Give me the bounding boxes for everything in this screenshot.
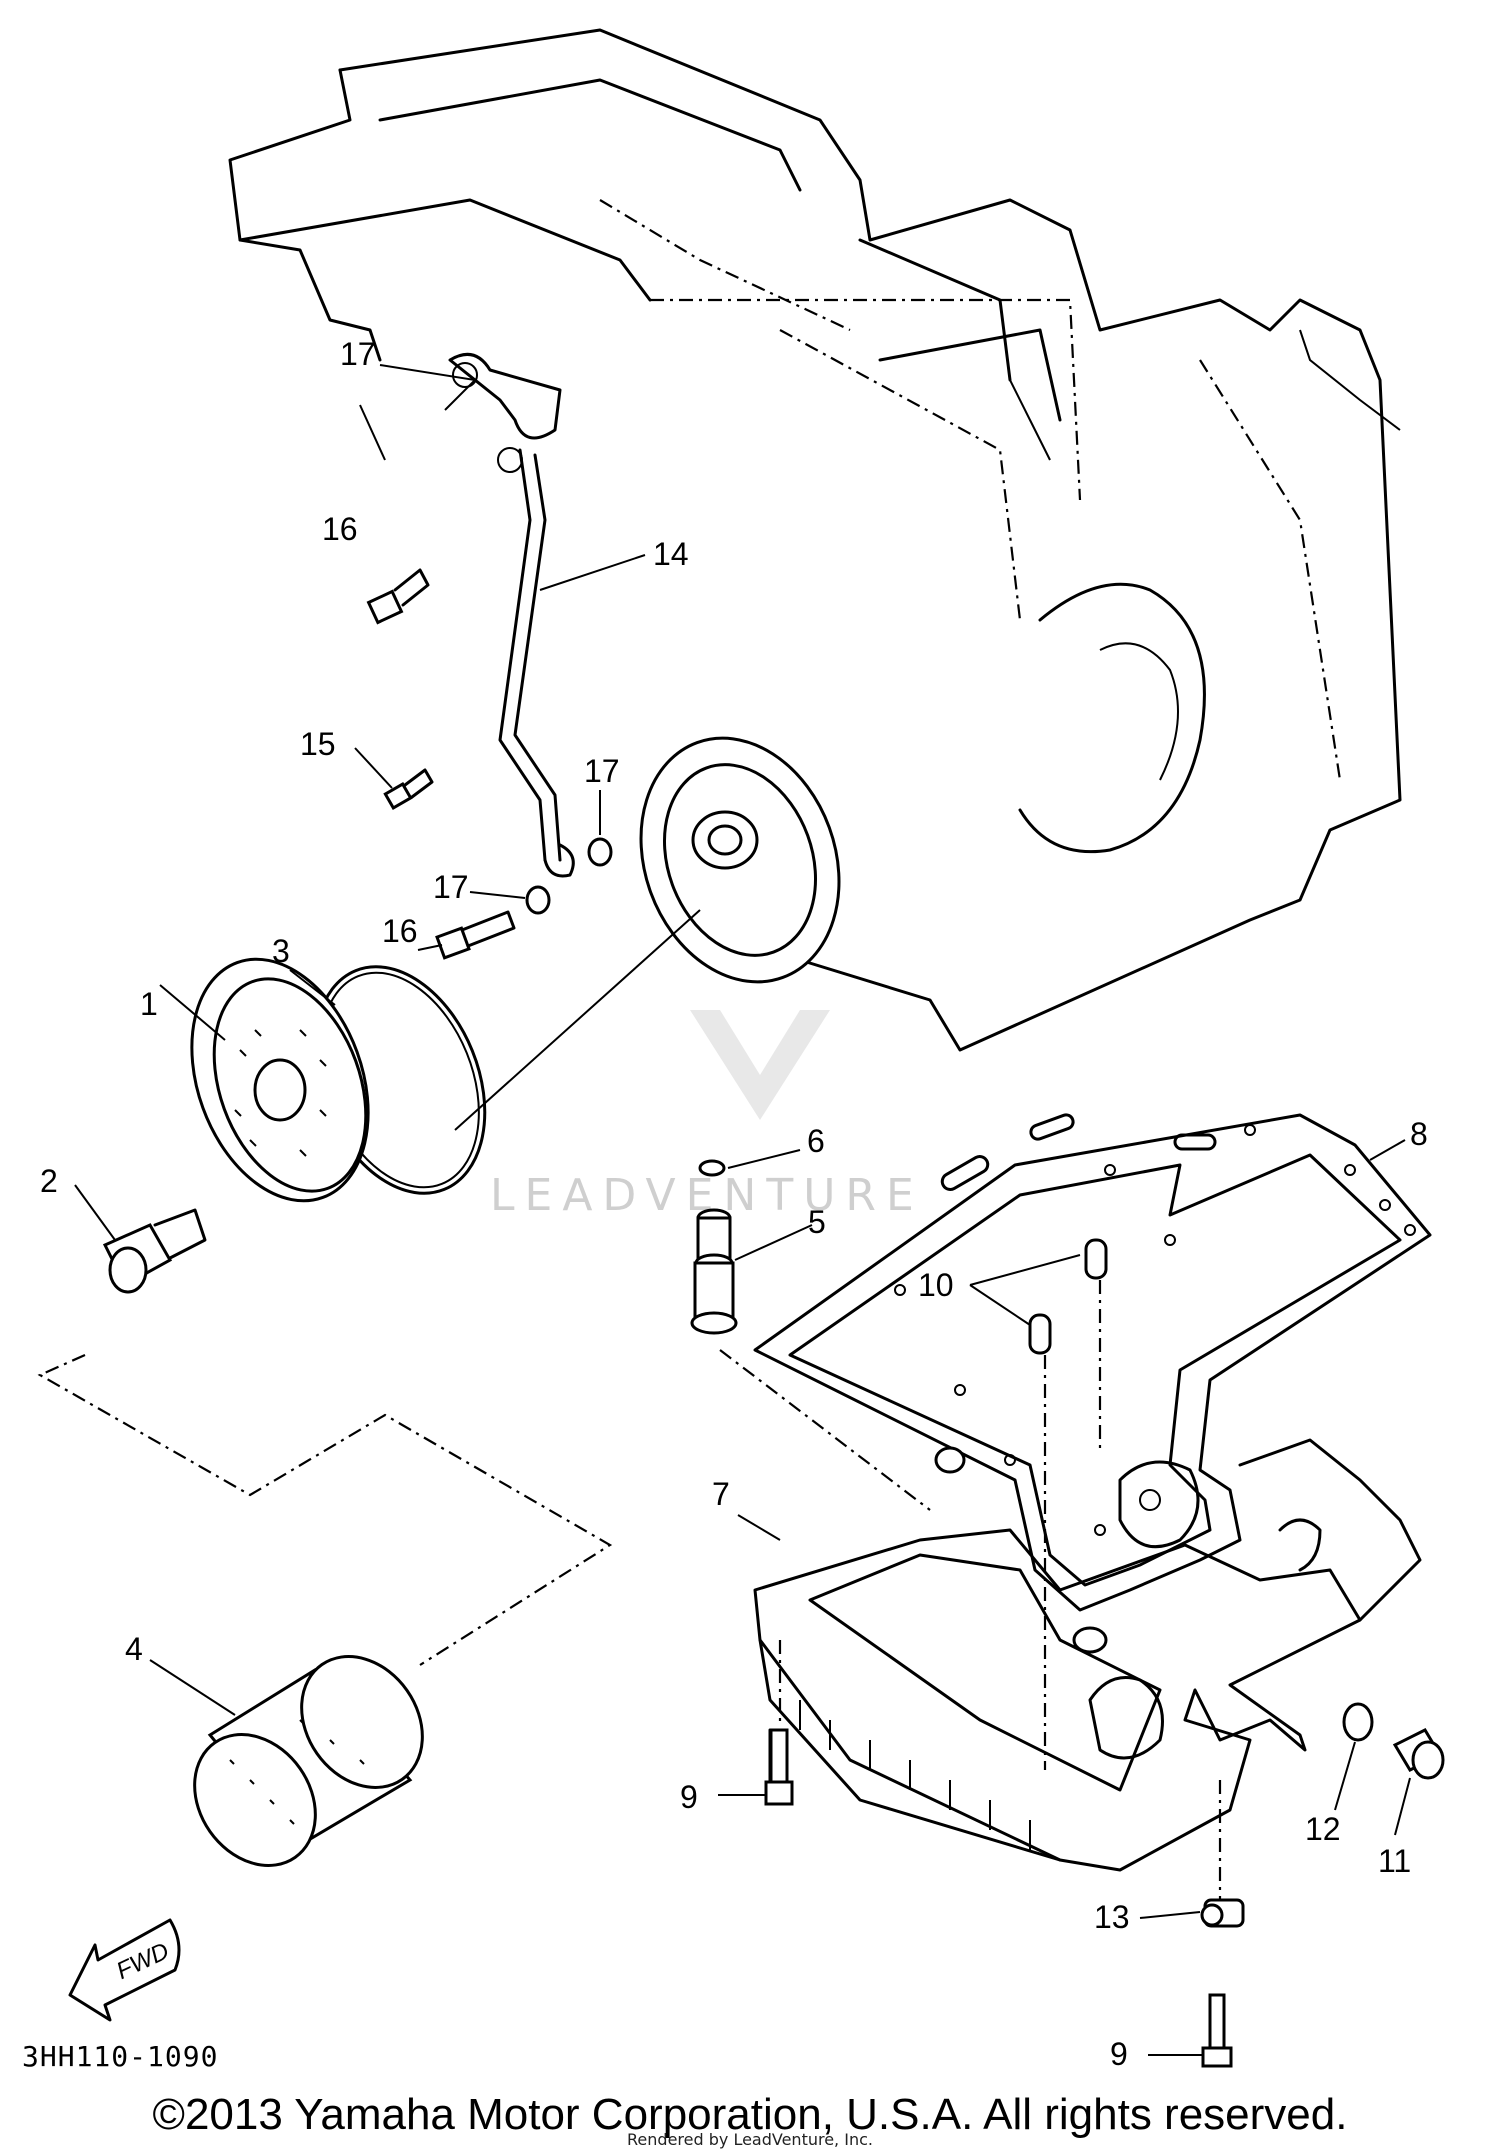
leader-lines	[74, 364, 1411, 2056]
callout-2: 2	[40, 1163, 58, 1199]
dowel-pins	[1028, 1238, 1108, 1355]
callout-1: 1	[140, 986, 158, 1022]
drain-bolt	[1392, 1728, 1445, 1780]
rendered-by-note: Rendered by LeadVenture, Inc.	[627, 2130, 873, 2149]
callout-4: 4	[125, 1631, 143, 1667]
union-bolt-lower	[435, 910, 516, 960]
callout-9-left: 9	[680, 1779, 698, 1815]
fwd-label: FWD	[112, 1937, 173, 1985]
callout-16-lower: 16	[382, 913, 418, 949]
small-o-ring	[698, 1159, 726, 1177]
pan-bolt-1	[764, 1728, 794, 1806]
copper-washer-1	[587, 837, 613, 867]
callout-5: 5	[808, 1204, 826, 1240]
callout-3: 3	[272, 933, 290, 969]
drain-gasket	[1342, 1702, 1374, 1742]
copper-washer-2	[525, 885, 551, 915]
oil-level-switch	[1200, 1898, 1245, 1928]
oil-pan	[753, 1438, 1422, 1872]
cooler-union-bolt	[102, 1208, 207, 1294]
oil-filter	[193, 1655, 424, 1867]
oil-pan-gasket	[753, 1113, 1432, 1612]
callout-11: 11	[1378, 1843, 1411, 1879]
oil-cooler-housing	[639, 736, 841, 984]
callout-17-top: 17	[340, 336, 376, 372]
callout-17-left: 17	[433, 869, 469, 905]
callout-12: 12	[1305, 1811, 1341, 1847]
callout-17-right: 17	[584, 753, 620, 789]
oil-cooler	[190, 957, 370, 1203]
callout-13: 13	[1094, 1899, 1130, 1935]
forward-arrow: FWD	[68, 1918, 181, 2022]
callout-labels: 17 16 14 15 17 17 16 3 1 2 4 6 5 8 10 7 …	[40, 336, 1428, 2072]
relief-valve	[690, 1208, 738, 1335]
callout-8: 8	[1410, 1116, 1428, 1152]
pan-bolt-2	[1201, 1993, 1233, 2068]
oil-delivery-pipe	[448, 352, 575, 878]
callout-15: 15	[300, 726, 336, 762]
callout-14: 14	[653, 536, 689, 572]
callout-7: 7	[712, 1476, 730, 1512]
callout-6: 6	[807, 1123, 825, 1159]
union-bolt-upper	[366, 568, 430, 625]
callout-16-upper: 16	[322, 511, 358, 547]
pipe-bolt	[383, 768, 434, 810]
callout-10: 10	[918, 1267, 954, 1303]
copyright-notice: ©2013 Yamaha Motor Corporation, U.S.A. A…	[152, 2090, 1348, 2139]
engine-block	[228, 28, 1402, 1052]
callout-9-bottom: 9	[1110, 2036, 1128, 2072]
diagram-code: 3HH110-1090	[22, 2040, 219, 2073]
